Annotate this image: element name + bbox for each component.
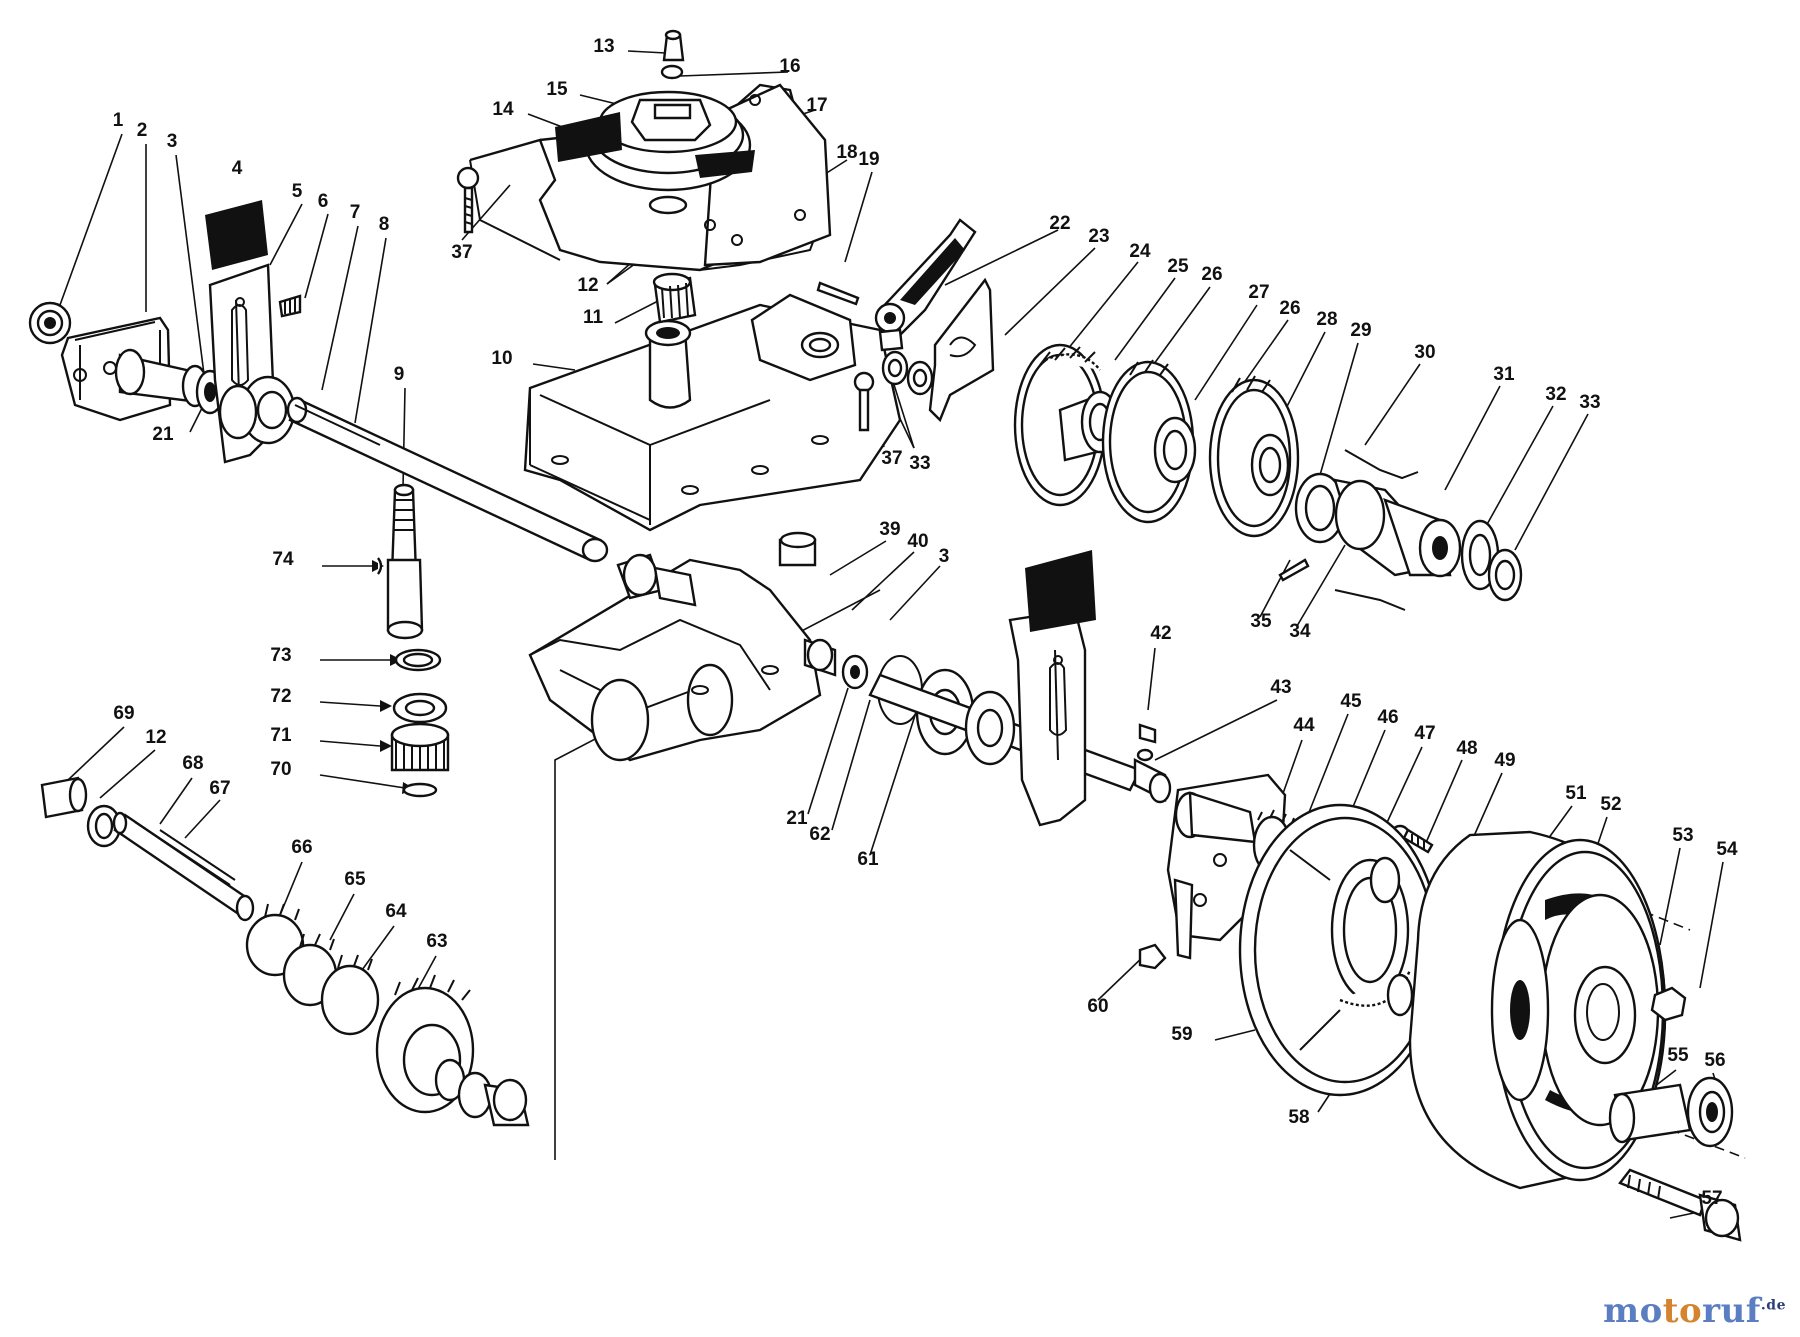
right-axle-assembly bbox=[868, 550, 1172, 827]
part-number-label: 32 bbox=[1545, 384, 1566, 405]
drive-hub bbox=[1238, 803, 1442, 1097]
part-number-label: 3 bbox=[939, 546, 950, 567]
part-number-label: 3 bbox=[167, 131, 178, 152]
speed-gears bbox=[1013, 343, 1346, 544]
part-number-label: 18 bbox=[836, 142, 857, 163]
part-number-label: 12 bbox=[145, 727, 166, 748]
shift-lever-assembly bbox=[816, 218, 977, 352]
part-number-label: 29 bbox=[1350, 320, 1371, 341]
part-number-label: 46 bbox=[1377, 707, 1398, 728]
gearbox-housing-bottom bbox=[528, 531, 869, 762]
part-number-label: 31 bbox=[1493, 364, 1515, 385]
part-number-label: 62 bbox=[809, 824, 830, 845]
left-plate-assembly bbox=[205, 200, 302, 464]
part-number-label: 11 bbox=[583, 307, 604, 328]
part-number-label: 34 bbox=[1289, 621, 1311, 642]
pinion-shaft-assembly bbox=[377, 483, 450, 798]
right-shift-plate bbox=[853, 277, 995, 432]
part-number-label: 15 bbox=[546, 79, 568, 100]
part-number-label: 73 bbox=[270, 645, 291, 666]
left-axle-bracket-assembly bbox=[28, 301, 225, 422]
part-number-label: 5 bbox=[292, 181, 303, 202]
part-number-label: 27 bbox=[1248, 282, 1269, 303]
part-number-label: 33 bbox=[909, 453, 930, 474]
part-number-label: 14 bbox=[492, 99, 514, 120]
part-number-label: 55 bbox=[1667, 1045, 1689, 1066]
part-number-label: 33 bbox=[1579, 392, 1600, 413]
part-number-label: 58 bbox=[1288, 1107, 1309, 1128]
belt-pulley-assembly bbox=[456, 29, 832, 272]
part-number-label: 24 bbox=[1129, 241, 1151, 262]
part-number-label: 44 bbox=[1293, 715, 1315, 736]
part-number-label: 56 bbox=[1704, 1050, 1725, 1071]
part-number-label: 21 bbox=[152, 424, 174, 445]
part-number-label: 9 bbox=[394, 364, 405, 385]
part-number-label: 49 bbox=[1494, 750, 1515, 771]
part-number-label: 72 bbox=[270, 686, 291, 707]
part-number-label: 39 bbox=[879, 519, 900, 540]
part-number-label: 59 bbox=[1171, 1024, 1192, 1045]
part-number-label: 60 bbox=[1087, 996, 1108, 1017]
part-number-label: 7 bbox=[350, 202, 361, 223]
part-number-label: 8 bbox=[379, 214, 390, 235]
part-number-label: 13 bbox=[593, 36, 614, 57]
part-number-label: 51 bbox=[1565, 783, 1587, 804]
part-number-label: 26 bbox=[1201, 264, 1222, 285]
part-number-label: 48 bbox=[1456, 738, 1477, 759]
part-number-label: 37 bbox=[881, 448, 902, 469]
part-number-label: 10 bbox=[491, 348, 512, 369]
part-number-label: 1 bbox=[113, 110, 124, 131]
gearbox-housing-top bbox=[523, 272, 902, 532]
part-number-label: 65 bbox=[344, 869, 366, 890]
part-number-label: 63 bbox=[426, 931, 447, 952]
part-number-label: 57 bbox=[1701, 1188, 1722, 1209]
part-number-label: 22 bbox=[1049, 213, 1070, 234]
part-number-label: 6 bbox=[318, 191, 329, 212]
part-number-label: 37 bbox=[451, 242, 472, 263]
part-number-label: 42 bbox=[1150, 623, 1171, 644]
part-number-label: 35 bbox=[1250, 611, 1272, 632]
part-number-label: 28 bbox=[1316, 309, 1337, 330]
part-number-label: 45 bbox=[1340, 691, 1362, 712]
part-number-label: 69 bbox=[113, 703, 134, 724]
part-number-label: 61 bbox=[857, 849, 879, 870]
part-number-label: 12 bbox=[577, 275, 598, 296]
part-number-label: 47 bbox=[1414, 723, 1435, 744]
part-number-label: 43 bbox=[1270, 677, 1291, 698]
part-number-label: 40 bbox=[907, 531, 928, 552]
part-number-label: 54 bbox=[1716, 839, 1738, 860]
part-number-label: 16 bbox=[779, 56, 800, 77]
part-number-label: 23 bbox=[1088, 226, 1109, 247]
lower-gear-shaft-assembly bbox=[40, 776, 530, 1127]
part-number-label: 64 bbox=[385, 901, 407, 922]
clutch-assembly bbox=[1278, 449, 1523, 611]
part-number-label: 71 bbox=[270, 725, 292, 746]
part-number-label: 21 bbox=[786, 808, 808, 829]
part-number-label: 30 bbox=[1414, 342, 1435, 363]
part-number-label: 70 bbox=[270, 759, 291, 780]
part-number-label: 68 bbox=[182, 753, 203, 774]
part-number-label: 74 bbox=[272, 549, 294, 570]
part-number-label: 17 bbox=[806, 95, 827, 116]
part-number-label: 52 bbox=[1600, 794, 1621, 815]
part-number-label: 66 bbox=[291, 837, 312, 858]
part-number-label: 53 bbox=[1672, 825, 1693, 846]
part-number-label: 19 bbox=[858, 149, 879, 170]
long-axle-shaft bbox=[286, 396, 609, 563]
part-number-label: 2 bbox=[137, 120, 148, 141]
rear-wheel bbox=[1408, 830, 1742, 1242]
part-number-label: 26 bbox=[1279, 298, 1300, 319]
part-number-label: 25 bbox=[1167, 256, 1189, 277]
part-number-label: 4 bbox=[232, 158, 243, 179]
part-number-label: 67 bbox=[209, 778, 230, 799]
watermark-logo: motoruf.de bbox=[1603, 1291, 1786, 1331]
